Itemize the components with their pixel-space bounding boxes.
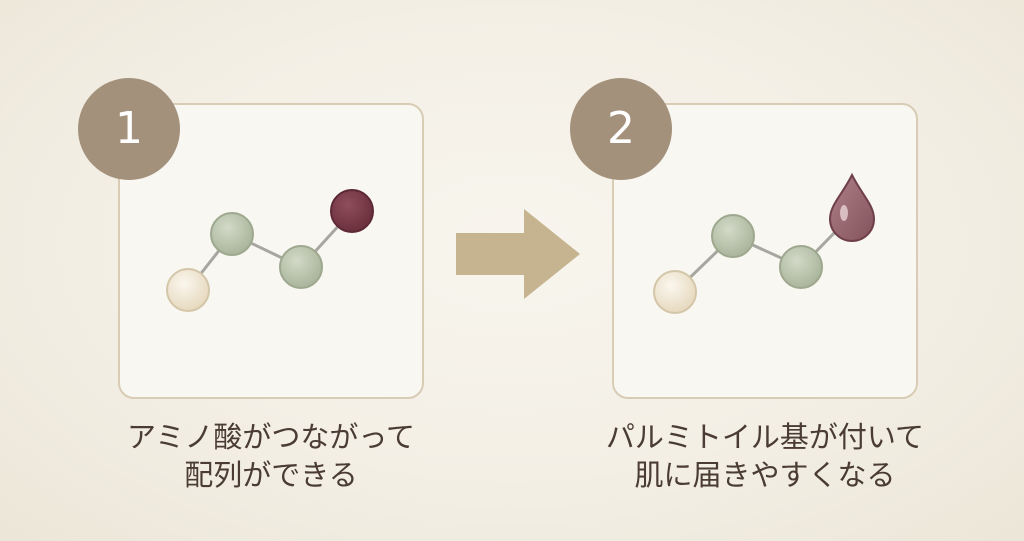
cream-sphere xyxy=(166,268,210,312)
green-sphere xyxy=(779,245,823,289)
step-2-caption: パルミトイル基が付いて 肌に届きやすくなる xyxy=(595,418,935,494)
cream-sphere xyxy=(653,270,697,314)
step-2-number-badge: 2 xyxy=(570,78,672,180)
step-2-caption-line2: 肌に届きやすくなる xyxy=(634,458,896,492)
step-1-caption-line2: 配列ができる xyxy=(184,458,358,492)
step-2-caption-line1: パルミトイル基が付いて xyxy=(605,420,925,454)
step-1-caption-line1: アミノ酸がつながって xyxy=(127,420,415,454)
peptide-chain-illustration xyxy=(166,189,374,312)
step-1-caption: アミノ酸がつながって 配列ができる xyxy=(101,418,441,494)
oil-droplet-icon xyxy=(828,172,876,242)
dark-red-sphere xyxy=(330,189,374,233)
step-1-number-badge: 1 xyxy=(78,78,180,180)
palmitoyl-peptide-illustration xyxy=(653,172,876,314)
droplet-highlight xyxy=(840,205,848,221)
chain-bonds xyxy=(186,209,354,292)
step-2-panel xyxy=(612,103,918,399)
green-sphere xyxy=(711,214,755,258)
right-arrow-icon xyxy=(456,209,580,299)
green-sphere xyxy=(279,245,323,289)
green-sphere xyxy=(210,212,254,256)
